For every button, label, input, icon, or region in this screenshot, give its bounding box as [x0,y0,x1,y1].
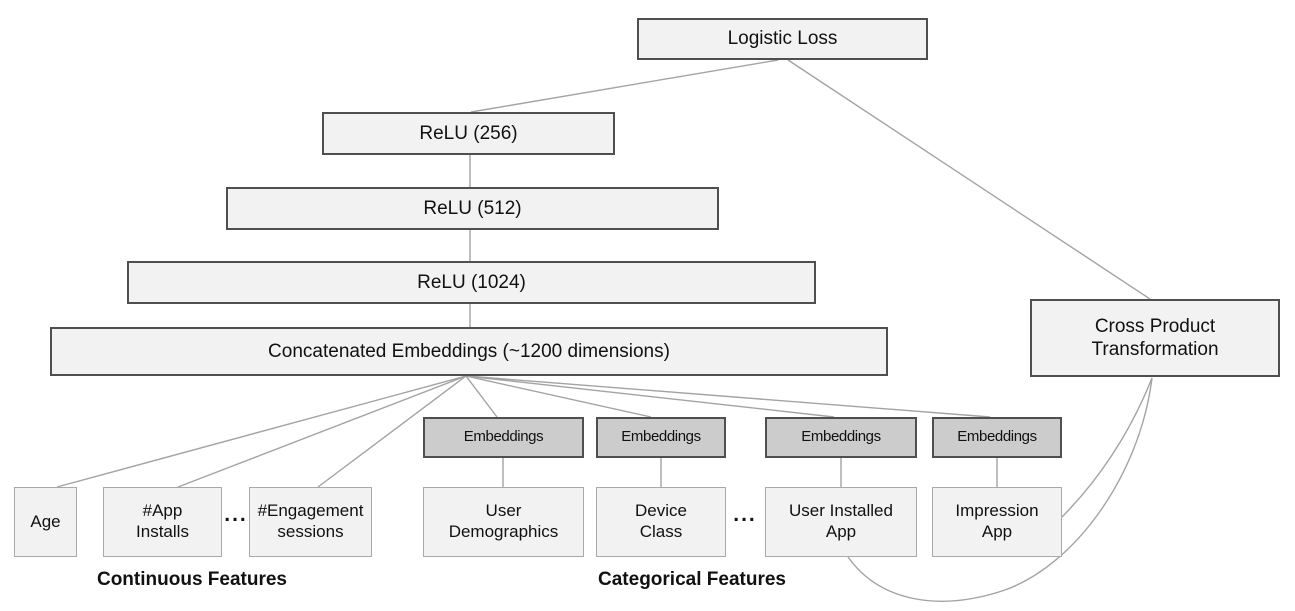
node-feature-age-label: Age [30,511,61,531]
edge-concat-engagement [317,375,467,488]
node-relu-256-label: ReLU (256) [419,122,518,144]
node-relu-1024: ReLU (1024) [127,261,816,304]
node-feature-app-installs-label: #App Installs [136,501,189,541]
node-feature-impression-app-label: Impression App [955,501,1039,541]
edge-concat-embed3 [465,375,835,418]
edge-concat-appinstalls [177,375,467,488]
node-embeddings-1-label: Embeddings [463,428,544,446]
edge-loss-to-crossproduct [787,59,1151,300]
node-embeddings-3-label: Embeddings [801,428,881,446]
continuous-features-group-label: Continuous Features [96,569,287,590]
node-feature-engagement-sessions-label: #Engagement sessions [257,501,364,541]
edge-userinstalled-to-crossproduct [847,377,1153,602]
node-embeddings-2-label: Embeddings [621,428,701,446]
node-embeddings-3: Embeddings [765,417,917,458]
node-feature-age: Age [14,487,77,557]
edge-concat-embed1 [465,375,498,418]
node-relu-1024-label: ReLU (1024) [417,271,526,293]
edge-impression-to-crossproduct [1061,377,1153,518]
node-embeddings-2: Embeddings [596,417,726,458]
node-embeddings-1: Embeddings [423,417,584,458]
edge-concat-embed2 [465,375,652,418]
node-logistic-loss: Logistic Loss [637,18,928,60]
edge-loss-to-relu256 [470,59,779,113]
node-relu-512: ReLU (512) [226,187,719,230]
node-cross-product-transformation-label: Cross Product Transformation [1091,315,1219,360]
node-relu-512-label: ReLU (512) [423,197,522,219]
node-cross-product-transformation: Cross Product Transformation [1030,299,1280,377]
node-feature-device-class-label: Device Class [635,501,687,541]
node-relu-256: ReLU (256) [322,112,615,155]
node-embeddings-4: Embeddings [932,417,1062,458]
node-concatenated-embeddings-label: Concatenated Embeddings (~1200 dimension… [268,340,670,362]
node-feature-impression-app: Impression App [932,487,1062,557]
node-feature-user-installed-app: User Installed App [765,487,917,557]
edge-concat-age [56,375,467,488]
node-concatenated-embeddings: Concatenated Embeddings (~1200 dimension… [50,327,888,376]
continuous-ellipsis: ... [224,503,248,526]
node-feature-user-demographics-label: User Demographics [448,501,559,541]
node-feature-device-class: Device Class [596,487,726,557]
node-feature-user-demographics: User Demographics [423,487,584,557]
node-feature-app-installs: #App Installs [103,487,222,557]
node-embeddings-4-label: Embeddings [957,428,1037,446]
node-feature-engagement-sessions: #Engagement sessions [249,487,372,557]
node-feature-user-installed-app-label: User Installed App [789,501,893,541]
categorical-features-group-label: Categorical Features [598,569,786,590]
categorical-ellipsis: ... [733,503,757,526]
node-logistic-loss-label: Logistic Loss [727,28,838,50]
edge-concat-embed4 [465,375,991,418]
